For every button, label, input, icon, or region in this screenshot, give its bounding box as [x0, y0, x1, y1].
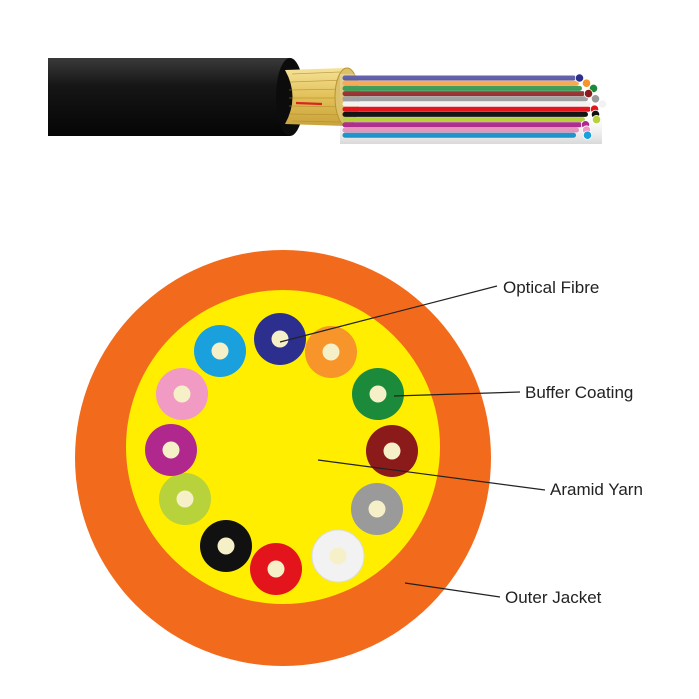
leader-outer-jacket [404, 582, 501, 598]
cable-outer-jacket [48, 58, 300, 136]
leader-aramid-yarn [317, 459, 546, 491]
optical-fibre-core [383, 442, 401, 460]
leader-buffer-coating [393, 391, 521, 397]
callouts [279, 285, 546, 598]
fibre-white [311, 529, 365, 583]
optical-fibre-core [267, 560, 285, 578]
optical-fibre-core [329, 547, 347, 565]
optical-fibre-core [162, 441, 180, 459]
fibre-brown [366, 425, 418, 477]
strand-tip-yellow-green [591, 115, 602, 125]
strand-tip-white [597, 99, 608, 109]
strand-tip-slate [590, 94, 601, 104]
cable-strand-tips [574, 73, 608, 140]
fibre-violet [145, 424, 197, 476]
fibre-rose [156, 368, 208, 420]
optical-fibre-core [322, 343, 340, 361]
optical-fibre-core [217, 537, 235, 555]
label-buffer-coating: Buffer Coating [525, 383, 633, 402]
optical-fibre-core [211, 342, 229, 360]
fibre-orange [305, 326, 357, 378]
cable-side-view [48, 58, 608, 144]
fibre-aqua [194, 325, 246, 377]
label-outer-jacket: Outer Jacket [505, 588, 602, 607]
fibre-ring [145, 313, 418, 595]
label-optical-fibre: Optical Fibre [503, 278, 599, 297]
optical-fibre-core [173, 385, 191, 403]
cable-strand-shading [340, 74, 602, 144]
optical-fibre-core [368, 500, 386, 518]
optical-fibre-core [369, 385, 387, 403]
fibre-green [352, 368, 404, 420]
fibre-black [200, 520, 252, 572]
optical-fibre-core [176, 490, 194, 508]
optical-fibre-core [271, 330, 289, 348]
strand-tip-brown [583, 89, 594, 99]
cable-cross-section [75, 250, 491, 666]
fibre-yellow-green [159, 473, 211, 525]
cable-rip-cord [295, 101, 323, 106]
label-aramid-yarn: Aramid Yarn [550, 480, 643, 499]
fibre-red [250, 543, 302, 595]
fibre-blue [254, 313, 306, 365]
strand-tip-orange [581, 78, 592, 88]
fibre-slate [351, 483, 403, 535]
leader-optical-fibre [279, 285, 498, 343]
strand-tip-aqua [582, 130, 593, 140]
strand-tip-blue [574, 73, 585, 83]
